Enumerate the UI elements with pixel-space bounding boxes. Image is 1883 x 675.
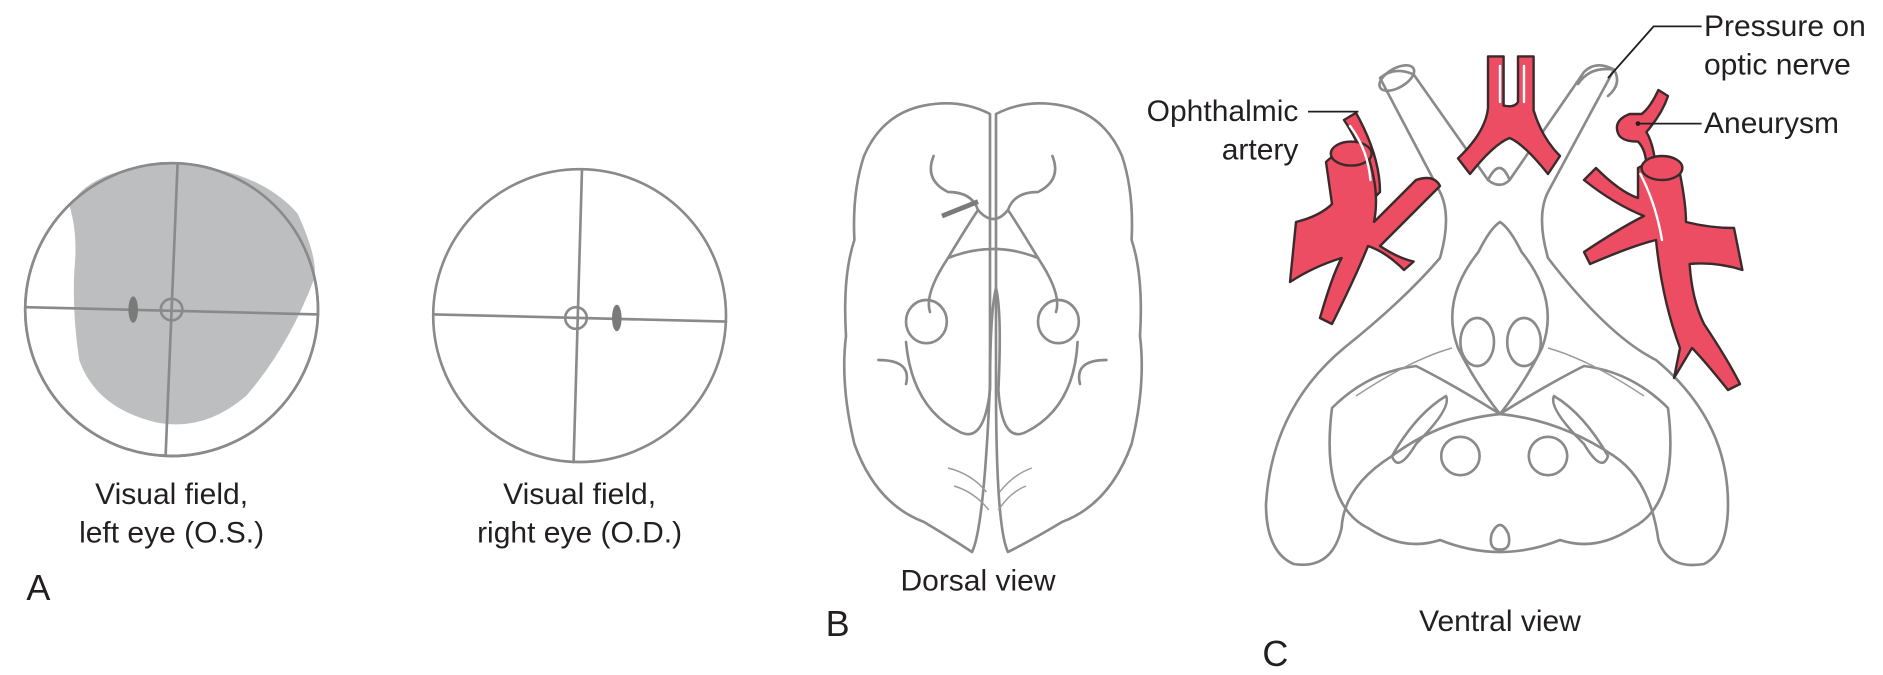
carotid-left xyxy=(1288,150,1442,326)
ophthalmic-label-1: Ophthalmic xyxy=(1147,95,1299,128)
visual-field-left xyxy=(23,161,320,458)
ophthalmic-label-2: artery xyxy=(1222,134,1299,167)
visual-field-right xyxy=(431,167,728,464)
brain-dorsal-view xyxy=(842,102,1144,554)
aneurysm-label: Aneurysm xyxy=(1704,107,1839,140)
brain-ventral-view xyxy=(1264,25,1744,567)
right-field-label-2: right eye (O.D.) xyxy=(477,516,682,549)
left-field-label-1: Visual field, xyxy=(95,478,248,511)
dorsal-view-caption: Dorsal view xyxy=(900,564,1055,597)
left-field-label-2: left eye (O.S.) xyxy=(79,516,264,549)
panel-c-letter: C xyxy=(1262,633,1288,674)
panel-b-letter: B xyxy=(826,603,850,644)
ventral-view-caption: Ventral view xyxy=(1419,605,1581,638)
panel-a-letter: A xyxy=(26,567,50,608)
anterior-cerebral-arteries xyxy=(1456,55,1562,176)
pressure-label-1: Pressure on xyxy=(1704,10,1866,43)
right-field-label-1: Visual field, xyxy=(503,478,656,511)
visual-field-defect xyxy=(69,163,315,425)
carotid-right xyxy=(1582,160,1744,392)
pressure-label-2: optic nerve xyxy=(1704,48,1851,81)
